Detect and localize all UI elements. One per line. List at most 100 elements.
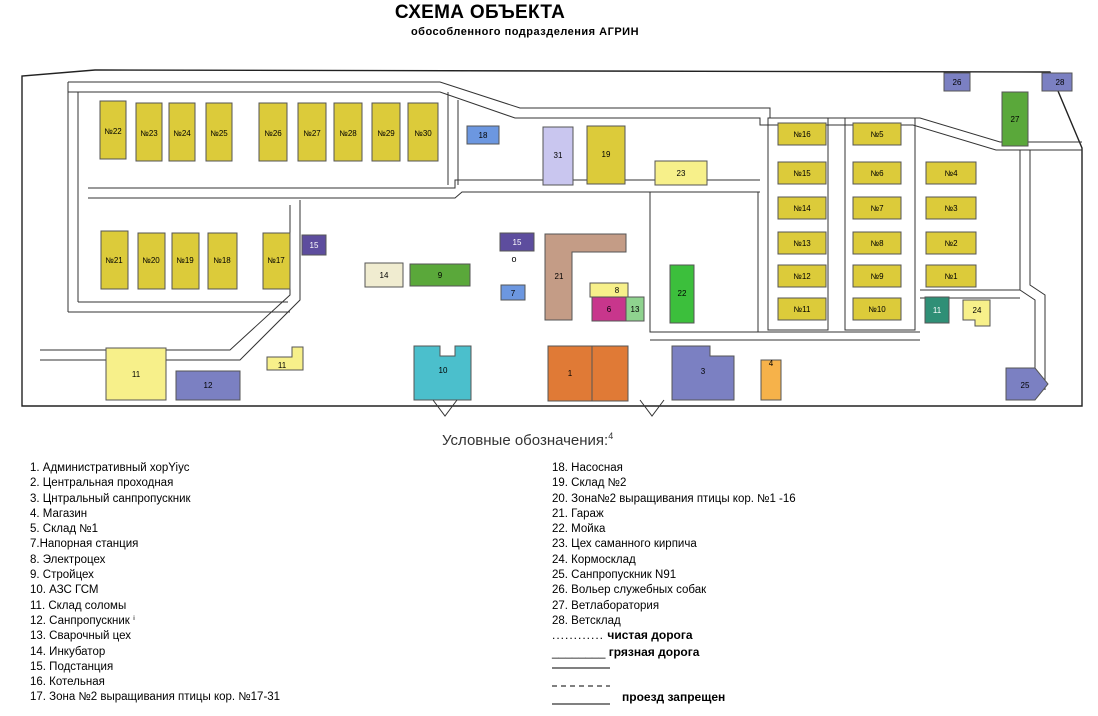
building-8: №8 [852,231,902,255]
building-warehouse-19: 19 [586,125,626,185]
svg-text:11: 11 [933,306,942,315]
svg-text:27: 27 [1011,115,1020,124]
building-1: №1 [925,264,977,288]
legend-item: 24. Кормосклад [552,553,636,566]
building-wash-22: 22 [669,264,695,324]
building-13: №13 [777,231,827,255]
svg-text:№18: №18 [213,256,231,265]
building-5: №5 [852,122,902,146]
svg-text:№22: №22 [104,127,122,136]
svg-text:26: 26 [953,78,962,87]
svg-text:№16: №16 [793,130,811,139]
building-lab-27: 27 [1001,91,1029,147]
legend-item: 22. Мойка [552,523,606,536]
svg-text:4: 4 [769,359,774,368]
building-straw-11c: 11 [924,296,950,324]
site-plan: №22 №23 №24 №25 №26 №27 №28 №29 №30 №21 … [21,69,1083,417]
svg-text:№12: №12 [793,272,811,281]
building-24: №24 [168,102,196,162]
building-12: №12 [777,264,827,288]
building-28: №28 [333,102,363,162]
svg-text:№10: №10 [868,305,886,314]
legend-right-list: 18. Насосная 19. Склад №2 20. Зона№2 выр… [552,461,796,629]
legend-item: 16. Котельная [30,676,105,689]
svg-text:7: 7 [511,289,516,298]
svg-text:№30: №30 [414,129,432,138]
building-2: №2 [925,231,977,255]
building-pump-7: 7 [500,284,526,301]
building-3: №3 [925,196,977,220]
building-10: №10 [852,297,902,321]
svg-text:12: 12 [204,381,213,390]
building-4: №4 [925,161,977,185]
svg-text:13: 13 [631,305,640,314]
svg-text:15: 15 [513,238,522,247]
legend-item: 5. Склад №1 [30,523,98,536]
building-feed-24: 24 [962,299,991,327]
legend-item: 23. Цех саманного кирпича [552,538,697,551]
legend-item: 4. Магазин [30,507,88,520]
building-27: №27 [297,102,327,162]
legend-item: 14. Инкубатор [30,645,106,658]
svg-text:№5: №5 [870,130,884,139]
building-31: 31 [542,126,574,186]
building-pump-18: 18 [466,125,500,145]
svg-text:21: 21 [555,272,564,281]
building-sub-15a: 15 [301,234,327,256]
svg-text:24: 24 [973,306,982,315]
building-29: №29 [371,102,401,162]
svg-text:15: 15 [310,241,319,250]
svg-text:№17: №17 [267,256,285,265]
building-17: №17 [262,232,291,290]
building-6: №6 [852,161,902,185]
legend-left-list: 1. Административный хорYiус 2. Центральн… [30,461,280,706]
building-18: №18 [207,232,238,290]
legend-dirty-road: ________ грязная дорога [552,645,700,659]
building-20: №20 [137,232,166,290]
svg-text:14: 14 [380,271,389,280]
building-store-6: 6 [591,296,627,322]
svg-text:№29: №29 [377,129,395,138]
building-sub-15b: 15 [499,232,535,252]
svg-text:22: 22 [678,289,687,298]
building-19: №19 [171,232,200,290]
svg-text:№2: №2 [944,239,958,248]
svg-text:№19: №19 [176,256,194,265]
legend-item: 12. Санпропускник ⁱ [30,614,136,627]
legend-item: 3. Цнтральный санпропускник [30,492,191,505]
building-fuel-10: 10 [413,345,472,401]
legend-item: 1. Административный хорYiус [30,462,190,474]
svg-text:31: 31 [554,151,563,160]
building-7: №7 [852,196,902,220]
svg-text:№23: №23 [140,129,158,138]
svg-text:6: 6 [607,305,612,314]
building-brick-23: 23 [654,160,708,186]
building-sanitary-25: 25 [1005,367,1049,401]
svg-text:№1: №1 [944,272,958,281]
svg-text:№24: №24 [173,129,191,138]
building-14: №14 [777,196,827,220]
legend-item: 11. Склад соломы [30,599,127,612]
building-11: №11 [777,297,827,321]
svg-text:№15: №15 [793,169,811,178]
legend-item: 20. Зона№2 выращивания птицы кор. №1 -16 [552,492,796,505]
building-straw-11a: 11 [105,347,167,401]
territory-boundary [21,69,1083,407]
page-title: СХЕМА ОБЪЕКТА [394,2,566,23]
svg-text:19: 19 [602,150,611,159]
legend-item: 21. Гараж [552,507,604,520]
legend-no-pass: проезд запрещен [622,690,726,704]
legend-item: 2. Центральная проходная [30,477,174,490]
legend-item: 27. Ветлаборатория [552,599,660,612]
legend-item: 26. Вольер служебных собак [552,584,707,597]
gates [432,399,665,417]
building-9: №9 [852,264,902,288]
building-vet-28: 28 [1041,72,1073,92]
building-dogs-26: 26 [943,72,971,92]
svg-text:№28: №28 [339,129,357,138]
building-30: №30 [407,102,439,162]
svg-text:11: 11 [278,361,287,370]
building-21: №21 [100,230,129,290]
legend-item: 8. Электроцех [30,553,106,566]
building-15: №15 [777,161,827,185]
